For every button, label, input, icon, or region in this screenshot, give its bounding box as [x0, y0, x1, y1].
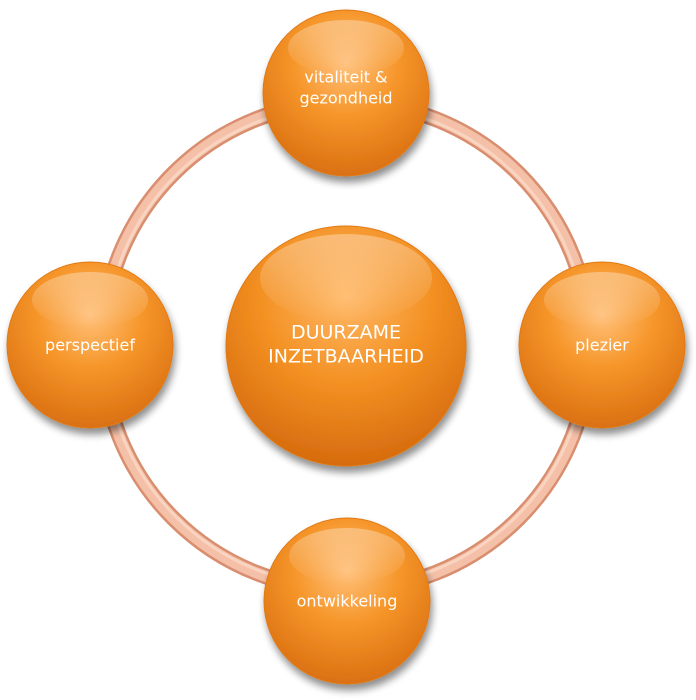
node-top	[262, 9, 430, 177]
node-bottom	[263, 517, 431, 685]
node-right	[518, 261, 686, 429]
node-right-label: plezier	[575, 336, 629, 355]
node-left	[6, 261, 174, 429]
center-label-line1: DUURZAME	[291, 322, 401, 344]
center-node	[225, 225, 467, 467]
node-top-label-line1: vitaliteit &	[304, 68, 387, 87]
node-bottom-label: ontwikkeling	[297, 592, 398, 611]
center-label-line2: INZETBAARHEID	[268, 346, 424, 368]
node-left-label: perspectief	[45, 336, 135, 355]
node-top-label-line2: gezondheid	[299, 89, 392, 108]
